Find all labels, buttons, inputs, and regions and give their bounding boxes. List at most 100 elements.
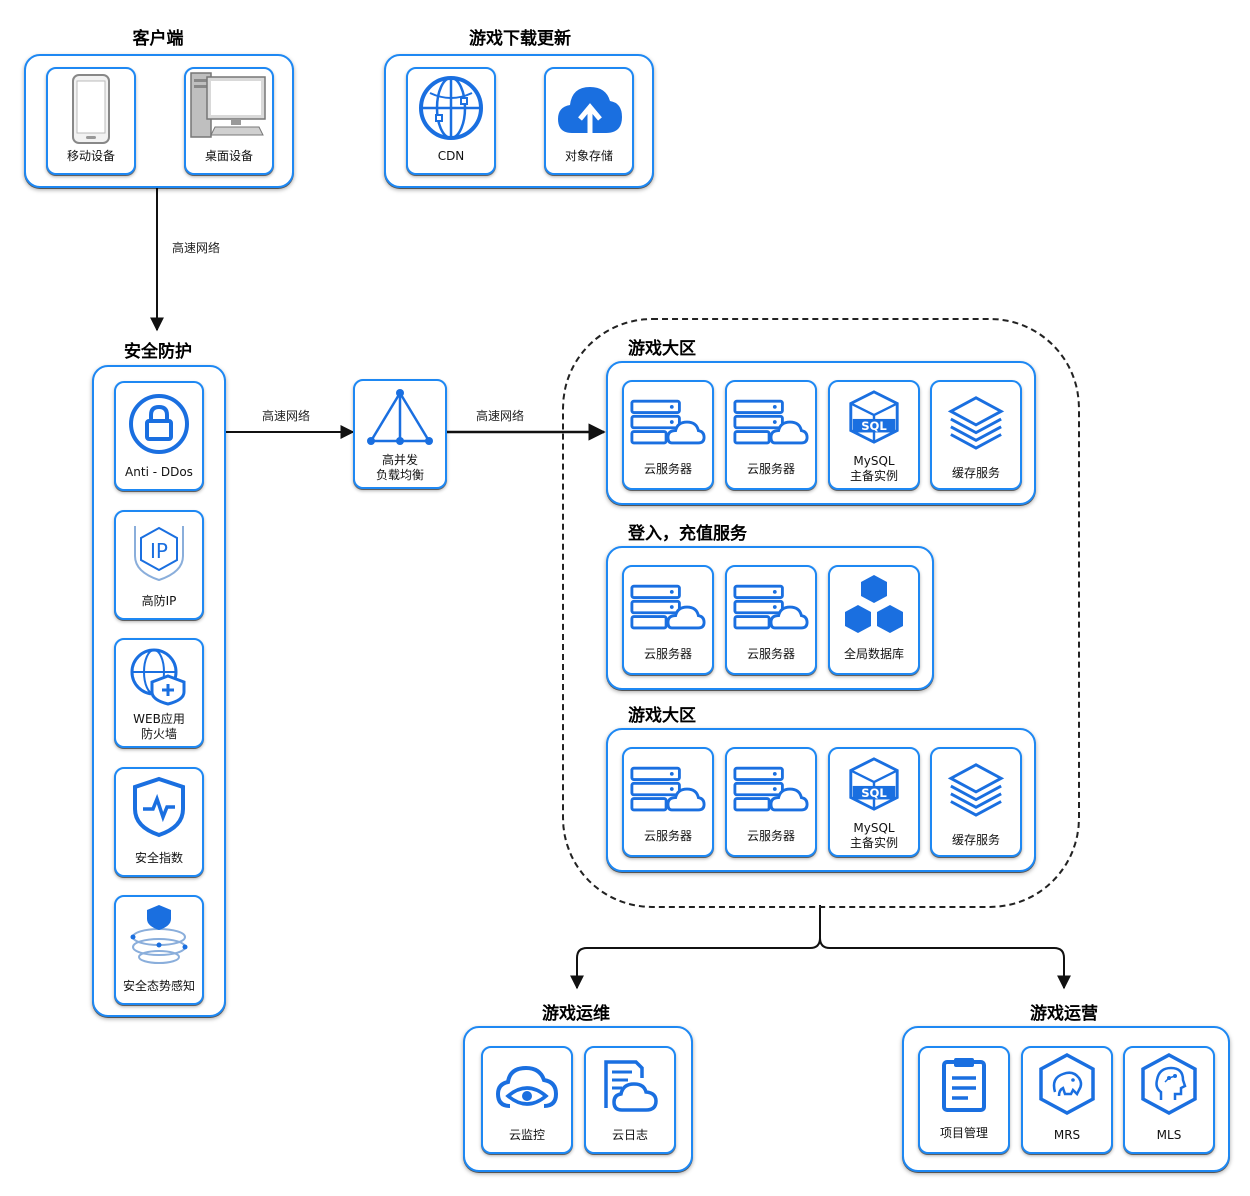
mobile-device-label: 移动设备 [66,149,115,163]
hexagon-elephant-icon [1039,1053,1095,1115]
clipboard-icon [942,1058,986,1112]
download-group-title: 游戏下载更新 [469,29,571,49]
anti-ddos-card[interactable]: Anti - DDos [114,381,204,491]
object-storage-label: 对象存储 [564,149,613,163]
zone1-server-1-card[interactable]: 云服务器 [622,380,714,490]
zone2-title: 游戏大区 [628,706,696,726]
security-group: Anti - DDos IP 高防IP WEB应用 防火墙 安全指数 [92,365,226,1017]
situation-awareness-card[interactable]: 安全态势感知 [114,895,204,1005]
cloud-monitor-label: 云监控 [508,1128,545,1142]
zone2-group: 云服务器 云服务器 MySQL 主备实例 缓存服务 [606,728,1036,872]
operation-group-title: 游戏运营 [1030,1004,1098,1024]
sql-cube-icon [845,388,903,446]
mobile-device-icon [72,74,110,144]
load-balancer-icon [367,389,433,445]
zone1-server-2-label: 云服务器 [746,462,795,476]
login-server-1-card[interactable]: 云服务器 [622,565,714,675]
shield-layers-icon [130,905,188,964]
zone2-server-2-label: 云服务器 [746,829,795,843]
shield-ip-icon: IP [134,526,184,582]
login-server-1-label: 云服务器 [643,647,692,661]
sql-cube-icon [845,755,903,813]
security-index-label: 安全指数 [134,851,183,865]
zone2-cache-card[interactable]: 缓存服务 [930,747,1022,857]
mls-label: MLS [1156,1128,1182,1142]
client-group-title: 客户端 [132,29,184,49]
zone1-server-1-label: 云服务器 [643,462,692,476]
mrs-card[interactable]: MRS [1021,1046,1113,1154]
edge-label-client-security: 高速网络 [172,239,221,256]
project-management-card[interactable]: 项目管理 [918,1046,1010,1154]
zone1-cache-label: 缓存服务 [951,466,1000,480]
cloud-upload-icon [558,87,622,133]
game-cluster-boundary [562,318,1080,908]
load-balancer-label: 高并发 负载均衡 [375,453,424,482]
edge-label-security-lb: 高速网络 [262,407,311,424]
cloud-document-icon [604,1060,658,1112]
cloud-server-icon [733,583,809,633]
login-group: 云服务器 云服务器 全局数据库 [606,546,934,690]
cloud-eye-icon [495,1065,559,1108]
cdn-card[interactable]: CDN [406,67,496,175]
cdn-label: CDN [437,149,465,163]
hexagon-head-icon [1141,1053,1197,1115]
situation-awareness-label: 安全态势感知 [122,979,195,993]
ops-group: 云监控 云日志 [463,1026,693,1172]
cloud-monitor-card[interactable]: 云监控 [481,1046,573,1154]
login-server-2-label: 云服务器 [746,647,795,661]
stacked-layers-icon [947,759,1005,817]
mls-card[interactable]: MLS [1123,1046,1215,1154]
edge-label-lb-zone: 高速网络 [476,407,525,424]
zone1-server-2-card[interactable]: 云服务器 [725,380,817,490]
zone2-server-1-card[interactable]: 云服务器 [622,747,714,857]
zone2-server-2-card[interactable]: 云服务器 [725,747,817,857]
desktop-device-card[interactable]: 桌面设备 [184,67,274,175]
mobile-device-card[interactable]: 移动设备 [46,67,136,175]
zone1-cache-card[interactable]: 缓存服务 [930,380,1022,490]
globe-shield-icon [130,648,186,706]
security-group-title: 安全防护 [124,342,192,362]
zone2-mysql-label: MySQL 主备实例 [849,821,898,850]
high-defense-ip-label: 高防IP [141,594,177,608]
shield-pulse-icon [133,776,185,838]
cdn-globe-icon [419,76,483,140]
login-server-2-card[interactable]: 云服务器 [725,565,817,675]
operation-group: 项目管理 MRS MLS [902,1026,1230,1172]
cloud-server-icon [630,765,706,815]
waf-card[interactable]: WEB应用 防火墙 [114,638,204,748]
zone2-mysql-card[interactable]: MySQL 主备实例 [828,747,920,857]
global-database-label: 全局数据库 [843,647,904,661]
download-group: CDN 对象存储 [384,54,654,188]
waf-label: WEB应用 防火墙 [133,712,185,741]
login-title: 登入，充值服务 [628,524,747,544]
lock-icon [129,394,189,454]
desktop-device-label: 桌面设备 [204,149,253,163]
zone1-group: 云服务器 云服务器 MySQL 主备实例 缓存服务 [606,361,1036,505]
high-defense-ip-card[interactable]: IP 高防IP [114,510,204,620]
cloud-server-icon [733,398,809,448]
svg-text:IP: IP [150,539,168,563]
mrs-label: MRS [1053,1128,1081,1142]
hexagon-cluster-icon [845,575,903,633]
anti-ddos-label: Anti - DDos [125,465,193,479]
zone1-mysql-label: MySQL 主备实例 [849,454,898,483]
cloud-log-label: 云日志 [611,1128,648,1142]
zone2-server-1-label: 云服务器 [643,829,692,843]
cloud-log-card[interactable]: 云日志 [584,1046,676,1154]
load-balancer-card[interactable]: 高并发 负载均衡 [353,379,447,489]
cloud-server-icon [733,765,809,815]
zone1-mysql-card[interactable]: MySQL 主备实例 [828,380,920,490]
zone1-title: 游戏大区 [628,339,696,359]
cloud-server-icon [630,398,706,448]
desktop-computer-icon [190,72,266,138]
ops-group-title: 游戏运维 [542,1004,610,1024]
object-storage-card[interactable]: 对象存储 [544,67,634,175]
security-index-card[interactable]: 安全指数 [114,767,204,877]
project-management-label: 项目管理 [939,1126,988,1140]
stacked-layers-icon [947,392,1005,450]
cloud-server-icon [630,583,706,633]
client-group: 移动设备 桌面设备 [24,54,294,188]
global-database-card[interactable]: 全局数据库 [828,565,920,675]
zone2-cache-label: 缓存服务 [951,833,1000,847]
